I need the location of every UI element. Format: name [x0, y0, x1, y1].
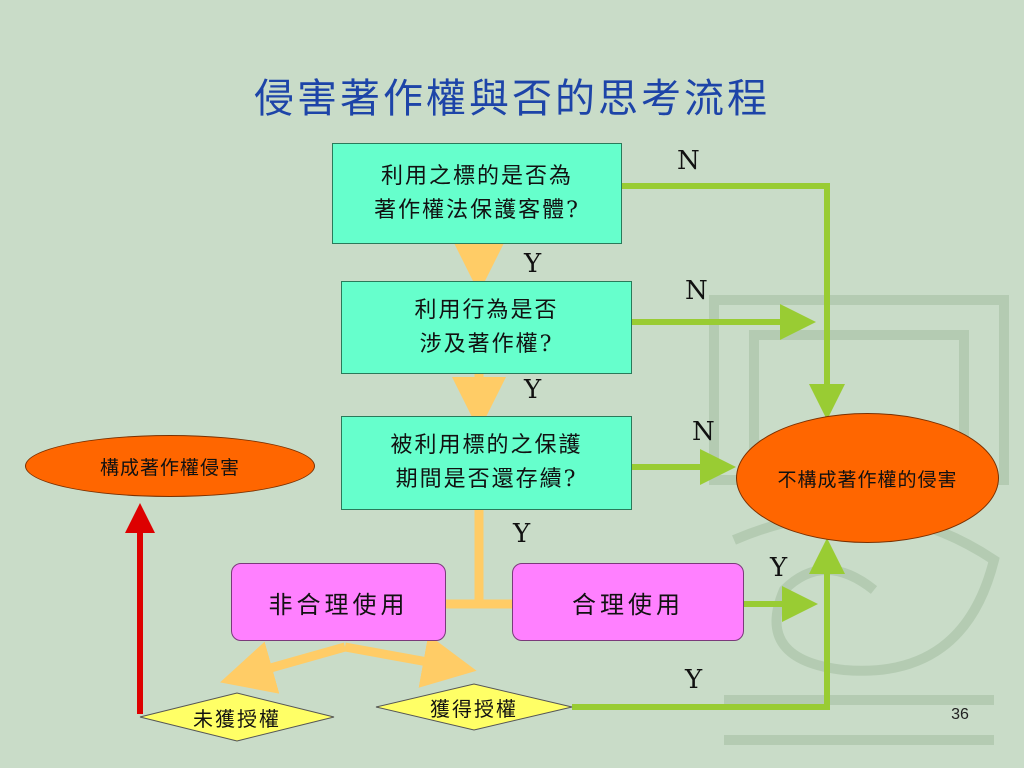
arrow-to-not-licensed	[220, 641, 347, 694]
label-y4: Y	[770, 553, 788, 583]
question-line: 利用行為是否	[414, 297, 559, 323]
diamond-not-licensed	[139, 692, 335, 742]
label-y2: Y	[524, 375, 542, 405]
question-box-protection-term: 被利用標的之保護 期間是否還存續?	[341, 416, 632, 510]
label-y1: Y	[524, 249, 542, 279]
label-y3: Y	[513, 519, 531, 549]
fair-use-box: 合理使用	[512, 563, 744, 641]
diamond-licensed	[375, 683, 573, 731]
label-n3: N	[692, 417, 715, 447]
question-box-involves-copyright: 利用行為是否 涉及著作權?	[341, 281, 632, 374]
arrow-to-licensed	[344, 634, 477, 688]
label-n1: N	[677, 146, 700, 176]
question-line: 期間是否還存續?	[395, 467, 578, 492]
question-line: 被利用標的之保護	[390, 433, 583, 458]
page-number: 36	[951, 706, 969, 723]
infringement-oval: 構成著作權侵害	[25, 435, 315, 497]
licensed-label: 獲得授權	[430, 696, 518, 721]
not-licensed-label: 未獲授權	[193, 706, 281, 731]
question-box-subject-matter: 利用之標的是否為 著作權法保護客體?	[332, 143, 622, 244]
question-line: 涉及著作權?	[419, 331, 554, 357]
label-y5: Y	[685, 665, 703, 695]
arrow-n1	[622, 183, 845, 420]
arrow-y-licensed	[572, 538, 845, 710]
question-line: 著作權法保護客體?	[374, 197, 580, 223]
label-n2: N	[685, 276, 708, 306]
page-title: 侵害著作權與否的思考流程	[254, 76, 770, 122]
unfair-use-box: 非合理使用	[231, 563, 446, 641]
no-infringement-oval: 不構成著作權的侵害	[736, 413, 999, 543]
question-line: 利用之標的是否為	[380, 163, 573, 189]
